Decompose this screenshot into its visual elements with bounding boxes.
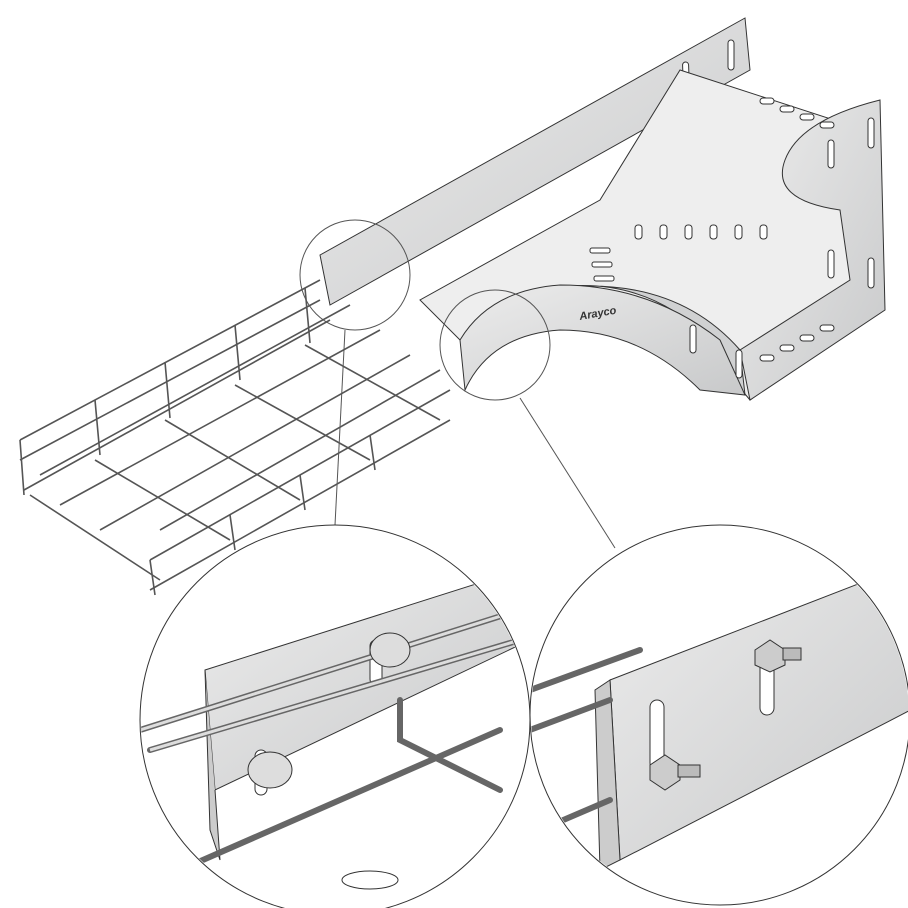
detail-callouts <box>299 219 616 549</box>
wire-mesh-tray <box>19 279 451 596</box>
tee-base: Arayco <box>419 69 886 401</box>
detail-bolt-connection <box>529 524 908 906</box>
detail-clip-connection <box>139 524 531 908</box>
